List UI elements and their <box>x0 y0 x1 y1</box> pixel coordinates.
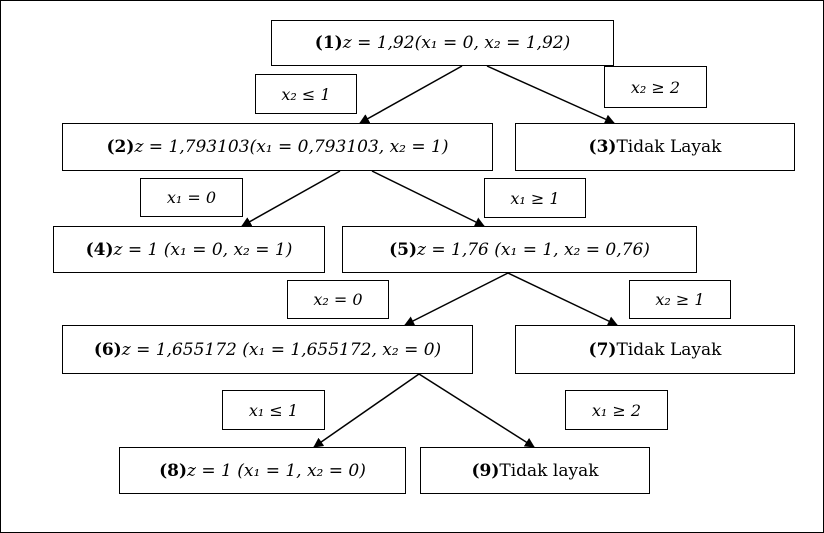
branch-label-x1-ge-1: x₁ ≥ 1 <box>484 178 586 218</box>
node-5-number: (5) <box>389 239 417 260</box>
edge-1-2 <box>359 65 463 124</box>
node-8-number: (8) <box>159 460 188 481</box>
node-2-number: (2) <box>106 137 135 157</box>
branch-label-x1-le-1: x₁ ≤ 1 <box>222 390 325 430</box>
branch-label-x2-le-1: x₂ ≤ 1 <box>255 74 357 114</box>
node-8: (8) z = 1 (x₁ = 1, x₂ = 0) <box>119 447 406 494</box>
node-9-text: Tidak layak <box>499 460 599 481</box>
branch-label-x1-eq-0: x₁ = 0 <box>140 178 243 217</box>
edge-5-7 <box>507 272 618 326</box>
node-3-text: Tidak Layak <box>616 137 722 157</box>
edge-6-9 <box>418 373 535 448</box>
node-4-number: (4) <box>85 239 114 260</box>
node-6-number: (6) <box>93 339 122 360</box>
branch-label-x2-eq-0: x₂ = 0 <box>287 280 389 319</box>
edge-6-8 <box>313 373 420 448</box>
node-6: (6) z = 1,655172 (x₁ = 1,655172, x₂ = 0) <box>62 325 473 374</box>
node-2-text: z = 1,793103(x₁ = 0,793103, x₂ = 1) <box>134 137 449 157</box>
node-7-text: Tidak Layak <box>616 339 722 360</box>
node-3: (3) Tidak Layak <box>515 123 795 171</box>
node-9: (9) Tidak layak <box>420 447 650 494</box>
node-5: (5) z = 1,76 (x₁ = 1, x₂ = 0,76) <box>342 226 697 273</box>
node-7-number: (7) <box>588 339 617 360</box>
branch-label-x1-ge-2: x₁ ≥ 2 <box>565 390 668 430</box>
edge-1-3 <box>486 65 615 124</box>
node-1-number: (1) <box>314 33 343 53</box>
edge-5-6 <box>404 272 509 326</box>
node-4-text: z = 1 (x₁ = 0, x₂ = 1) <box>113 239 293 260</box>
branch-label-x2-ge-2: x₂ ≥ 2 <box>604 66 707 108</box>
node-1: (1) z = 1,92(x₁ = 0, x₂ = 1,92) <box>271 20 614 66</box>
node-2: (2) z = 1,793103(x₁ = 0,793103, x₂ = 1) <box>62 123 493 171</box>
node-8-text: z = 1 (x₁ = 1, x₂ = 0) <box>187 460 366 481</box>
edge-2-5 <box>371 170 485 227</box>
node-6-text: z = 1,655172 (x₁ = 1,655172, x₂ = 0) <box>121 339 442 360</box>
node-3-number: (3) <box>588 137 617 157</box>
node-1-text: z = 1,92(x₁ = 0, x₂ = 1,92) <box>342 33 571 53</box>
edge-2-4 <box>241 170 341 227</box>
node-5-text: z = 1,76 (x₁ = 1, x₂ = 0,76) <box>417 239 650 260</box>
branch-label-x2-ge-1: x₂ ≥ 1 <box>629 280 731 319</box>
node-7: (7) Tidak Layak <box>515 325 795 374</box>
node-9-number: (9) <box>471 460 500 481</box>
node-4: (4)z = 1 (x₁ = 0, x₂ = 1) <box>53 226 325 273</box>
